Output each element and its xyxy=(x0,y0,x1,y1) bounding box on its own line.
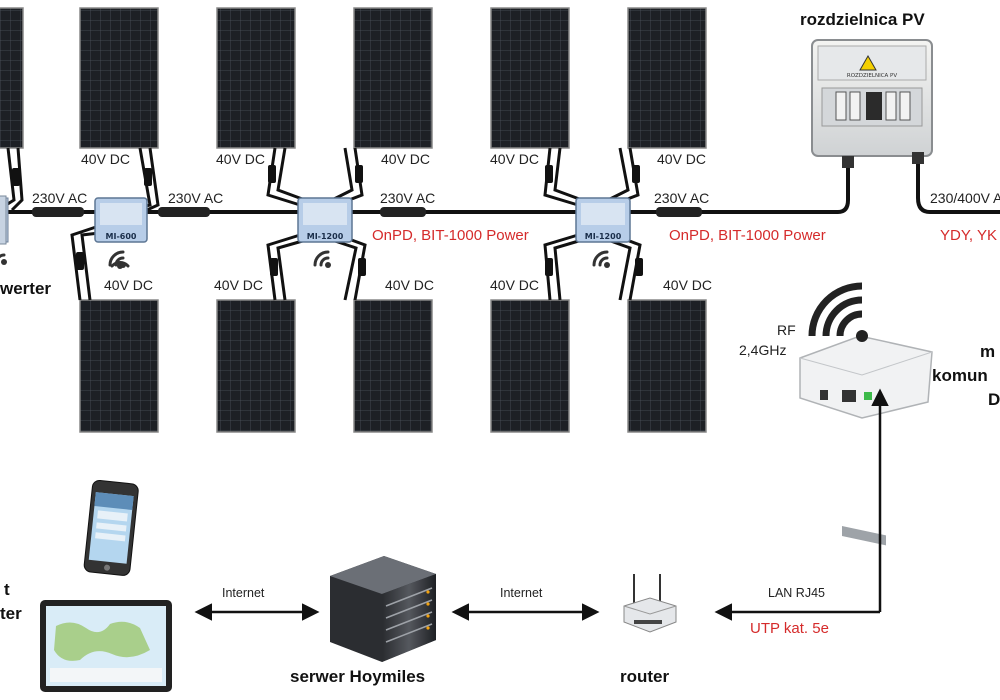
ac-voltage-label: 230/400V A xyxy=(930,190,1000,206)
microinverter-model: MI-1200 xyxy=(585,232,622,241)
distribution-board-title: rozdzielnica PV xyxy=(800,10,925,29)
microinverter: MI-1200 xyxy=(297,197,353,243)
ac-output-cable xyxy=(916,162,1000,214)
client-title-line-1: t xyxy=(4,580,10,599)
solar-panel xyxy=(627,7,707,149)
wireless-signal-icon xyxy=(313,250,331,268)
wireless-signal-icon xyxy=(0,253,7,265)
router-title: router xyxy=(620,667,670,686)
ac-trunk-cable xyxy=(0,168,850,214)
router-icon xyxy=(623,574,677,633)
ac-voltage-label: 230V AC xyxy=(168,190,224,206)
solar-panel xyxy=(627,299,707,433)
rf-frequency-label: 2,4GHz xyxy=(739,342,787,358)
internet-label: Internet xyxy=(500,586,543,600)
wireless-signal-icon xyxy=(108,250,126,268)
wireless-signal-icon xyxy=(592,250,610,268)
solar-panel xyxy=(353,7,433,149)
cable-connector xyxy=(158,207,210,217)
utp-cable-label: UTP kat. 5e xyxy=(750,620,829,637)
solar-panel xyxy=(353,299,433,433)
dc-voltage-label: 40V DC xyxy=(385,277,435,293)
solar-panel xyxy=(490,7,570,149)
laptop-icon xyxy=(40,600,172,692)
dc-voltage-label: 40V DC xyxy=(490,151,540,167)
ac-voltage-label: 230V AC xyxy=(380,190,436,206)
microinverter: MI-1200 xyxy=(575,197,631,243)
microinverter: MI-600 xyxy=(94,197,148,243)
solar-panel xyxy=(216,7,296,149)
dc-voltage-label: 40V DC xyxy=(214,277,264,293)
dtu-communication-module xyxy=(799,335,933,546)
dc-voltage-label: 40V DC xyxy=(216,151,266,167)
cable-connector xyxy=(656,207,702,217)
dc-voltage-label: 40V DC xyxy=(490,277,540,293)
dc-connectors xyxy=(12,165,643,276)
dc-voltage-label: 40V DC xyxy=(657,151,707,167)
solar-panel xyxy=(0,7,24,149)
distribution-board: ROZDZIELNICA PV xyxy=(811,39,933,168)
warning-icon xyxy=(859,54,877,71)
dc-voltage-label: 40V DC xyxy=(104,277,154,293)
dtu-title-line-3: D xyxy=(988,390,1000,409)
rf-signal-icon xyxy=(808,282,868,342)
solar-panel-group-bottom xyxy=(79,299,707,433)
inverter-title-partial: werter xyxy=(0,279,52,298)
solar-panel-group-top xyxy=(0,7,707,149)
cable-spec-label: OnPD, BIT-1000 Power xyxy=(372,227,529,244)
solar-panel xyxy=(490,299,570,433)
cable-connector xyxy=(380,207,426,217)
inverter-body-partial xyxy=(0,195,7,245)
internet-label: Internet xyxy=(222,586,265,600)
cable-spec-label: OnPD, BIT-1000 Power xyxy=(669,227,826,244)
dc-voltage-label: 40V DC xyxy=(381,151,431,167)
dtu-title-line-2: komun xyxy=(932,366,988,385)
dtu-title-line-1: m xyxy=(980,342,996,361)
ac-voltage-label: 230V AC xyxy=(654,190,710,206)
dc-voltage-label: 40V DC xyxy=(81,151,131,167)
lan-label: LAN RJ45 xyxy=(768,586,825,600)
client-title-line-2: ter xyxy=(0,604,22,623)
smartphone-icon xyxy=(83,479,139,576)
microinverter-model: MI-600 xyxy=(106,232,137,241)
ac-voltage-label: 230V AC xyxy=(32,190,88,206)
solar-panel xyxy=(79,7,159,149)
server-icon xyxy=(330,556,436,662)
solar-panel xyxy=(216,299,296,433)
cable-spec-label: YDY, YK xyxy=(940,227,997,244)
cable-connector xyxy=(32,207,84,217)
dc-voltage-label: 40V DC xyxy=(663,277,713,293)
board-plate-text: ROZDZIELNICA PV xyxy=(847,73,897,79)
server-title: serwer Hoymiles xyxy=(290,667,426,686)
rf-label: RF xyxy=(777,322,796,338)
solar-panel xyxy=(79,299,159,433)
microinverter-model: MI-1200 xyxy=(307,232,344,241)
